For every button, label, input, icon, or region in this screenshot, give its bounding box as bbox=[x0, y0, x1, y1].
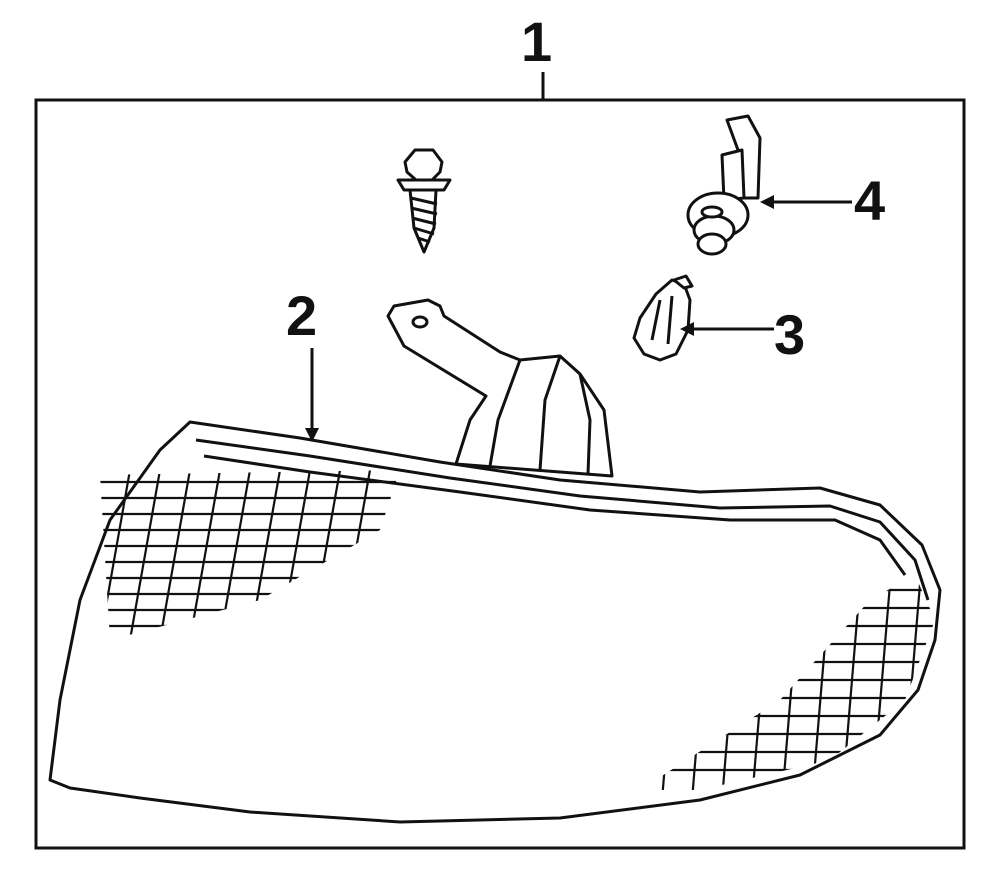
callout-3-label: 3 bbox=[774, 303, 806, 366]
callout-1-label: 1 bbox=[521, 10, 553, 73]
callout-4-label: 4 bbox=[854, 169, 886, 232]
lamp-housing bbox=[48, 298, 942, 824]
callout-2-arrowhead bbox=[305, 428, 319, 442]
assembly-frame bbox=[34, 98, 966, 850]
bulb-icon bbox=[632, 274, 694, 362]
callout-3-arrowhead bbox=[680, 322, 694, 336]
callout-2-label: 2 bbox=[286, 284, 318, 347]
screw-icon bbox=[396, 148, 452, 254]
socket-icon bbox=[686, 114, 762, 256]
callout-4-arrowhead bbox=[760, 195, 774, 209]
